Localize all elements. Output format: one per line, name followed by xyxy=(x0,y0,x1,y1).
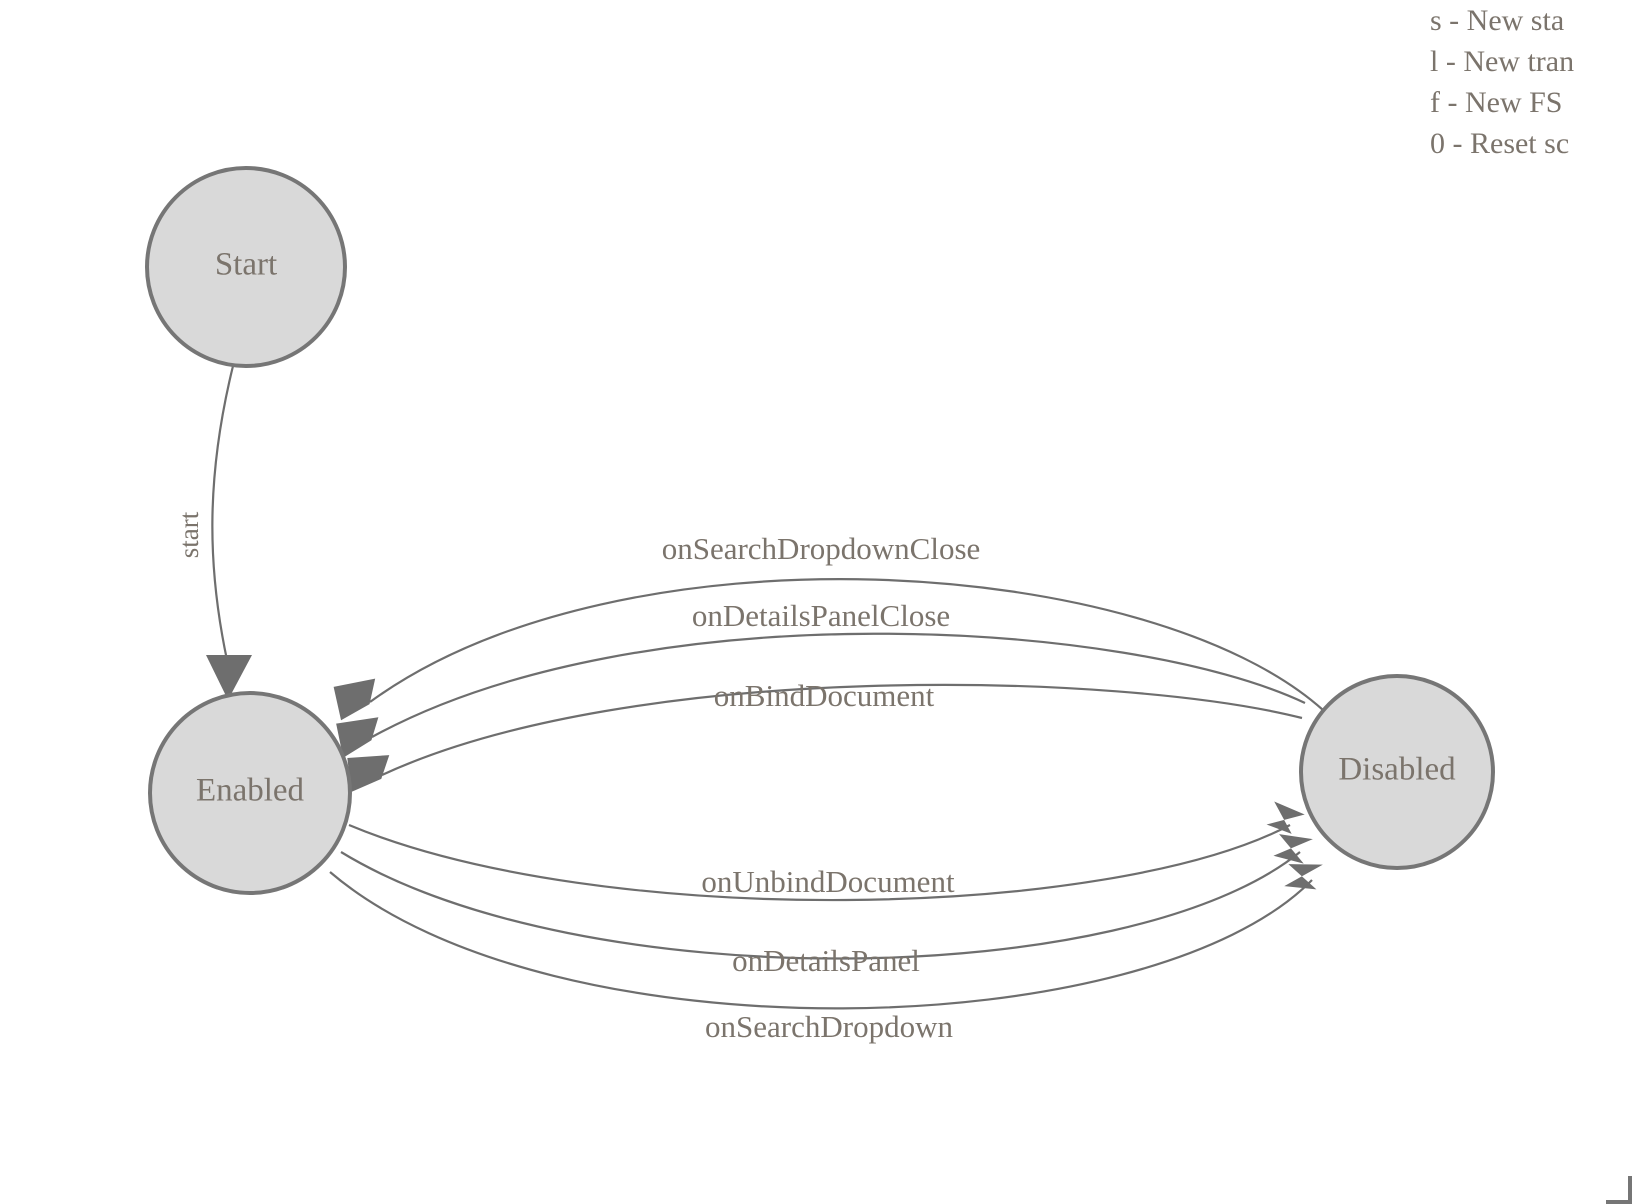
node-label: Start xyxy=(215,247,277,283)
edge-path[interactable] xyxy=(211,365,235,661)
node-shape[interactable] xyxy=(145,166,347,368)
resize-handle[interactable] xyxy=(1606,1176,1632,1204)
edge-path[interactable] xyxy=(371,632,1306,738)
help-line-new-state: s - New sta xyxy=(1430,4,1565,37)
edge-arrowhead xyxy=(1284,864,1323,890)
node-shape[interactable] xyxy=(148,691,352,895)
edge-path[interactable] xyxy=(381,683,1303,776)
edge-arrowhead xyxy=(347,755,390,792)
node-start[interactable]: Start xyxy=(145,166,347,368)
help-line-reset-scale: 0 - Reset sc xyxy=(1430,127,1570,160)
edge-onSearchDropdown[interactable]: onSearchDropdown xyxy=(329,855,1329,1044)
edge-arrowhead xyxy=(206,655,252,700)
edge-label: onSearchDropdown xyxy=(705,1009,953,1044)
resize-handle-horizontal-bar xyxy=(1606,1200,1632,1204)
edge-onUnbindDocument[interactable]: onUnbindDocument xyxy=(348,799,1307,902)
edge-label: onDetailsPanelClose xyxy=(692,598,950,633)
node-shape[interactable] xyxy=(1299,674,1495,870)
help-line-new-transition: l - New tran xyxy=(1430,45,1575,78)
edge-label: onBindDocument xyxy=(714,678,935,713)
edge-start[interactable]: start xyxy=(174,365,252,700)
edge-arrowhead xyxy=(333,678,376,721)
node-label: Enabled xyxy=(196,773,305,809)
edge-label: start xyxy=(174,511,204,558)
edge-arrowhead xyxy=(1273,834,1313,864)
edge-path[interactable] xyxy=(348,823,1291,902)
edge-label: onUnbindDocument xyxy=(701,864,955,899)
edge-onSearchDropdownClose[interactable]: onSearchDropdownClose xyxy=(329,531,1324,724)
help-line-new-fsm: f - New FS xyxy=(1430,86,1563,119)
edge-arrowhead xyxy=(336,717,379,758)
keyboard-shortcut-help: s - New sta l - New tran f - New FS 0 - … xyxy=(1430,0,1632,164)
edge-arrowhead xyxy=(1266,801,1305,834)
edge-path[interactable] xyxy=(369,578,1324,711)
edge-onDetailsPanelClose[interactable]: onDetailsPanelClose xyxy=(329,598,1306,763)
node-disabled[interactable]: Disabled xyxy=(1299,674,1495,870)
edge-label: onDetailsPanel xyxy=(732,943,920,978)
edge-path[interactable] xyxy=(329,871,1313,1010)
edge-label: onSearchDropdownClose xyxy=(662,531,981,566)
edge-path[interactable] xyxy=(340,851,1301,960)
edge-onBindDocument[interactable]: onBindDocument xyxy=(340,678,1303,799)
edge-onDetailsPanel[interactable]: onDetailsPanel xyxy=(340,827,1317,978)
node-label: Disabled xyxy=(1338,752,1456,788)
node-enabled[interactable]: Enabled xyxy=(148,691,352,895)
resize-handle-vertical-bar xyxy=(1628,1176,1632,1204)
